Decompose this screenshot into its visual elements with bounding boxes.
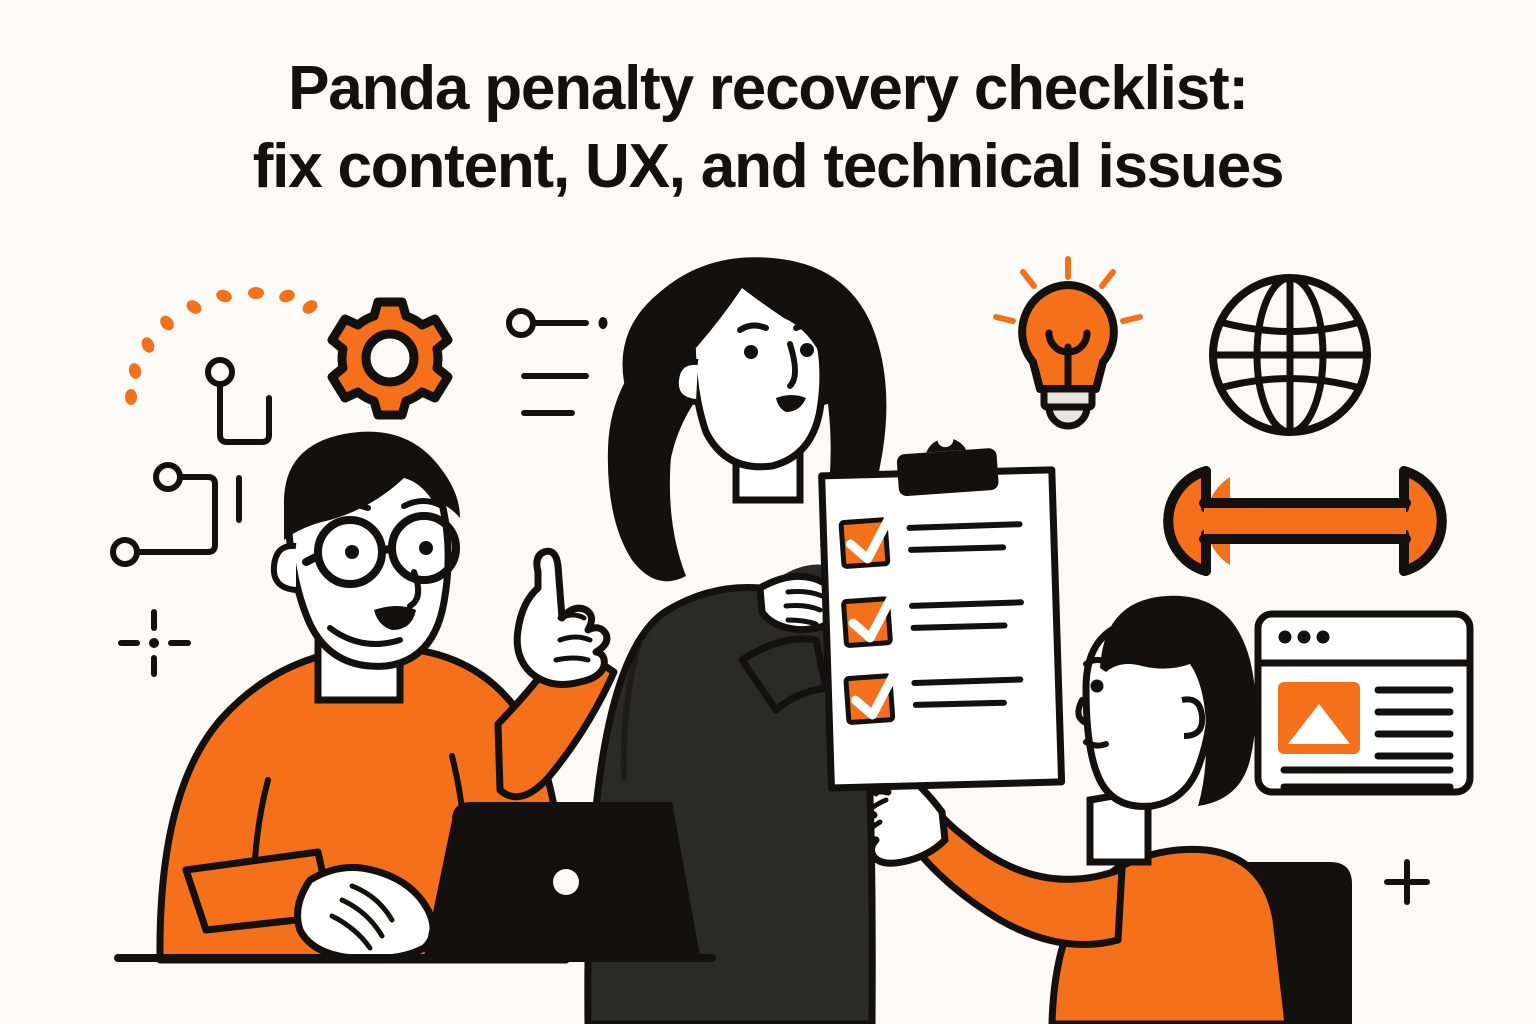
page-title-line-1: Panda penalty recovery checklist: <box>288 54 1249 123</box>
browser-dot-2 <box>1297 630 1311 644</box>
womans-hair-front <box>686 272 825 362</box>
plus-marker <box>1384 859 1430 905</box>
mans-pointing-hand <box>513 547 611 688</box>
browser-dot-3 <box>1316 630 1330 644</box>
mans-mouth <box>374 606 416 630</box>
check-mark-3 <box>850 666 900 720</box>
globe-icon <box>1209 274 1371 436</box>
check-mark-2 <box>848 589 898 643</box>
checkbox-3 <box>843 673 896 725</box>
laptop-icon <box>424 802 700 956</box>
checklist-clipboard <box>818 431 1066 792</box>
checklist-item-3 <box>843 666 1024 725</box>
seated-woman <box>856 595 1352 1024</box>
lightbulb-icon <box>993 256 1143 430</box>
seated-woman-hair <box>1100 595 1256 806</box>
wrench-icon <box>1163 466 1447 576</box>
list-lines-marker <box>506 308 608 416</box>
gear-icon <box>327 297 453 420</box>
laptop-logo <box>553 869 579 895</box>
page-title: Panda penalty recovery checklist: fix co… <box>0 50 1536 206</box>
checklist-item-2 <box>841 589 1024 648</box>
clipboard-clip <box>896 448 999 497</box>
browser-window-icon <box>1254 610 1474 796</box>
checklist-item-1 <box>838 510 1023 569</box>
dotted-arc <box>125 287 318 405</box>
page-title-line-2: fix content, UX, and technical issues <box>252 132 1285 201</box>
lightbulb-rays <box>993 256 1143 324</box>
circuit-trace-top-left <box>205 357 272 445</box>
browser-dot-1 <box>1278 630 1292 644</box>
check-mark-1 <box>845 510 896 564</box>
checkbox-2 <box>841 596 893 648</box>
crosshair-marker <box>118 609 191 677</box>
mountain-glyph <box>1288 704 1350 744</box>
circuit-trace-mid-left <box>110 462 242 567</box>
checkbox-1 <box>838 517 891 569</box>
